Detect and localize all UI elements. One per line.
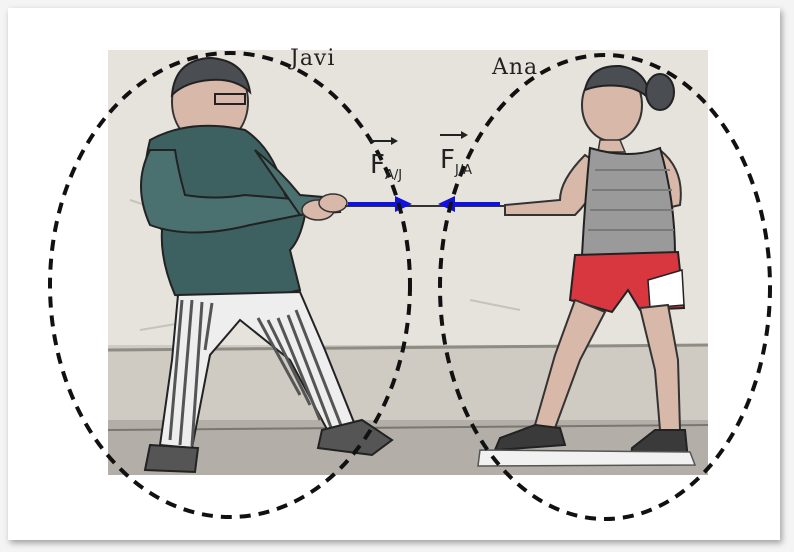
force-symbol: F xyxy=(370,150,385,180)
force-subscript: J/A xyxy=(455,163,472,178)
ana-label: Ana xyxy=(492,55,538,80)
force-symbol: F xyxy=(440,145,455,175)
force-subscript: A/J xyxy=(385,168,402,183)
javi-label: Javi xyxy=(290,46,335,71)
